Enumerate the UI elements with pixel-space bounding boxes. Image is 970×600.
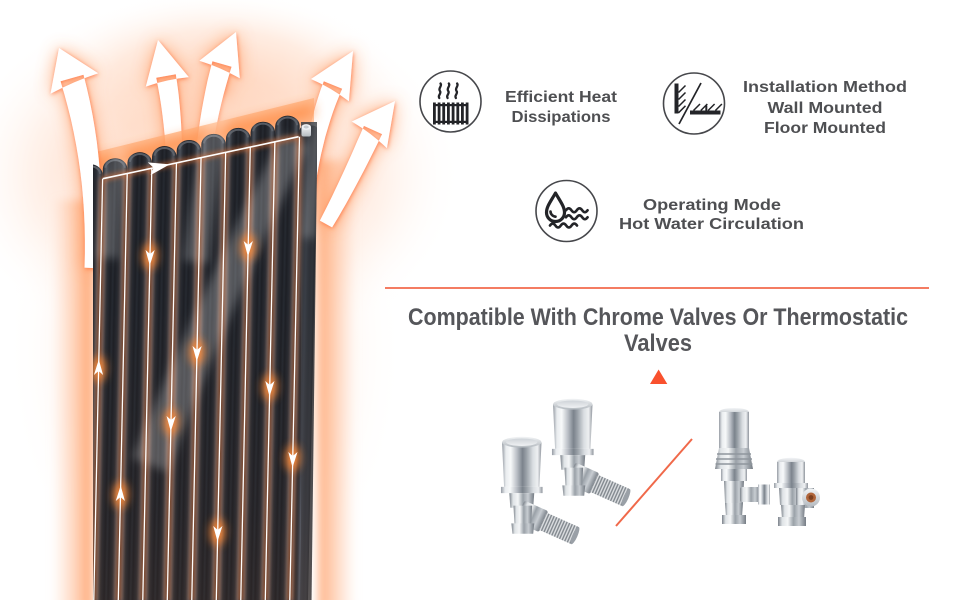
svg-text:Floor Mounted: Floor Mounted — [764, 120, 886, 137]
svg-text:Valves: Valves — [624, 330, 692, 357]
svg-text:Hot Water Circulation: Hot Water Circulation — [619, 216, 804, 233]
svg-text:Dissipations: Dissipations — [512, 109, 611, 126]
svg-text:Efficient Heat: Efficient Heat — [505, 89, 617, 106]
svg-text:Compatible With Chrome Valves: Compatible With Chrome Valves Or Thermos… — [408, 304, 908, 331]
svg-text:Installation Method: Installation Method — [743, 79, 907, 96]
svg-text:Operating Mode: Operating Mode — [643, 197, 781, 214]
svg-text:Wall Mounted: Wall Mounted — [768, 100, 883, 117]
